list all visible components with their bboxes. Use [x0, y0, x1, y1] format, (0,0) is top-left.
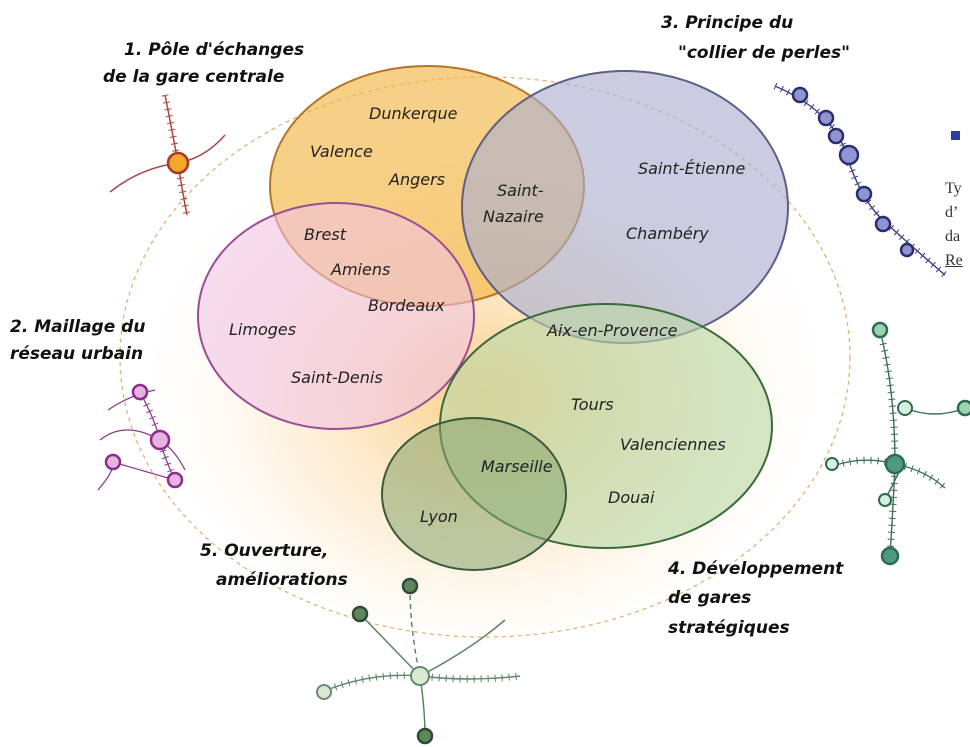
- outer-dashed-boundary: [119, 76, 851, 638]
- title-ouverture: 5. Ouverture, améliorations: [200, 541, 348, 590]
- city-douai: Douai: [608, 488, 655, 507]
- city-tours: Tours: [571, 395, 614, 414]
- city-valence: Valence: [310, 142, 373, 161]
- square-bullet-icon: [951, 131, 960, 140]
- city-marseille: Marseille: [481, 457, 553, 476]
- side-text-line-2: d’: [945, 204, 959, 221]
- city-valenciennes: Valenciennes: [620, 435, 726, 454]
- gare-centrale-icon: [109, 94, 226, 216]
- city-amiens: Amiens: [330, 260, 390, 279]
- city-chambery: Chambéry: [626, 224, 709, 243]
- reseau-urbain-icon: [97, 383, 186, 491]
- city-brest: Brest: [304, 225, 347, 244]
- ellipse-reseau-urbain: [197, 202, 475, 430]
- city-bordeaux: Bordeaux: [368, 296, 445, 315]
- city-lyon: Lyon: [420, 507, 458, 526]
- side-link[interactable]: Re: [945, 252, 963, 269]
- side-text-line-1: Ty: [945, 180, 962, 197]
- city-saint-nazaire: Saint- Nazaire: [483, 181, 549, 226]
- title-gares-strategiques: 4. Développement de gares stratégiques: [667, 559, 849, 638]
- city-aix-en-provence: Aix-en-Provence: [546, 321, 678, 340]
- gares-strategiques-icon: [825, 321, 970, 566]
- ellipse-ouverture: [381, 417, 567, 571]
- city-angers: Angers: [388, 170, 445, 189]
- title-gare-centrale: 1. Pôle d'échanges de la gare centrale: [103, 40, 310, 87]
- collier-de-perles-icon: [773, 82, 948, 278]
- title-reseau-urbain: 2. Maillage du réseau urbain: [10, 317, 151, 364]
- ouverture-icon: [316, 577, 521, 745]
- city-saint-denis: Saint-Denis: [291, 368, 383, 387]
- side-text-line-3: da: [945, 228, 961, 245]
- city-saint-etienne: Saint-Étienne: [638, 159, 746, 178]
- city-dunkerque: Dunkerque: [369, 104, 458, 123]
- title-collier-de-perles: 3. Principe du "collier de perles": [661, 13, 850, 63]
- city-limoges: Limoges: [229, 320, 296, 339]
